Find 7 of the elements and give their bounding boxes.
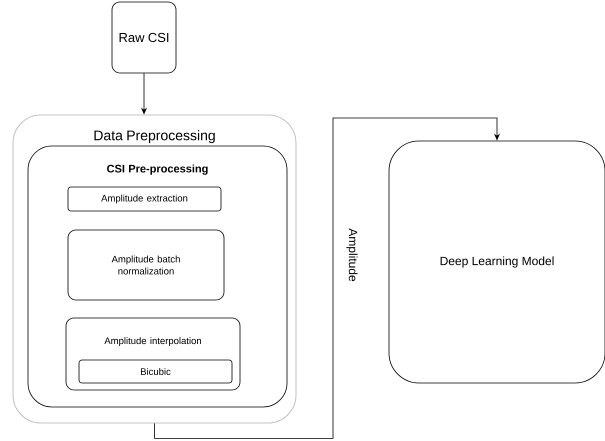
process-box: Deep Learning Model: [388, 140, 605, 384]
process-box: Amplitude batch normalization: [68, 230, 224, 300]
arrow: [154, 118, 500, 439]
process-box: Bicubic: [78, 360, 232, 384]
process-box: Amplitude extraction: [68, 186, 222, 212]
process-box: Raw CSI: [112, 2, 176, 74]
edge-label: Amplitude: [345, 227, 359, 283]
